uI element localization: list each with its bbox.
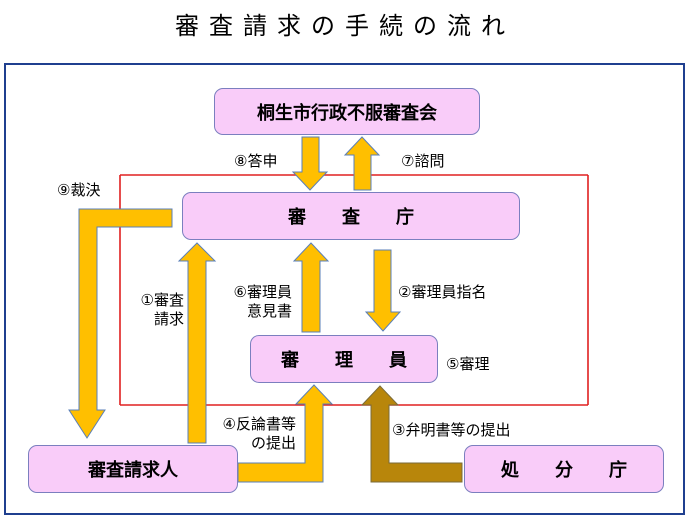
label-examiner-opinion-line2: 意見書 xyxy=(246,302,292,320)
label-rebuttal-line1: ④反論書等 xyxy=(222,415,296,433)
page-title: 審査請求の手続の流れ xyxy=(175,12,515,40)
label-request: ①審査 請求 xyxy=(118,291,184,329)
label-rebuttal: ④反論書等 の提出 xyxy=(200,415,296,453)
label-rebuttal-line2: の提出 xyxy=(250,434,296,452)
label-consult: ⑦諮問 xyxy=(401,152,445,170)
arrow-appoint-examiner xyxy=(364,249,402,332)
label-decision: ⑨裁決 xyxy=(57,181,101,199)
agency-box: 審 査 庁 xyxy=(182,192,520,240)
label-report: ⑧答申 xyxy=(234,152,278,170)
label-explanation: ③弁明書等の提出 xyxy=(392,421,511,439)
arrow-examiner-opinion xyxy=(292,242,330,333)
label-appoint-examiner: ②審理員指名 xyxy=(398,283,487,301)
disposer-box: 処 分 庁 xyxy=(464,445,664,493)
requester-box: 審査請求人 xyxy=(28,445,238,493)
arrow-rebuttal xyxy=(237,384,334,483)
examiner-box: 審 理 員 xyxy=(250,335,438,383)
label-examiner-opinion: ⑥審理員 意見書 xyxy=(214,283,292,321)
label-request-line1: ①審査 xyxy=(140,291,184,309)
arrow-request xyxy=(177,242,217,444)
outer-frame xyxy=(4,63,685,515)
label-examiner-opinion-line1: ⑥審理員 xyxy=(233,283,292,301)
arrow-decision xyxy=(68,208,173,439)
arrow-report xyxy=(291,136,329,191)
label-request-line2: 請求 xyxy=(153,310,184,328)
label-review: ⑤審理 xyxy=(446,355,490,373)
arrow-explanation xyxy=(360,385,463,483)
council-box: 桐生市行政不服審査会 xyxy=(214,88,480,135)
arrow-consult xyxy=(343,136,381,191)
